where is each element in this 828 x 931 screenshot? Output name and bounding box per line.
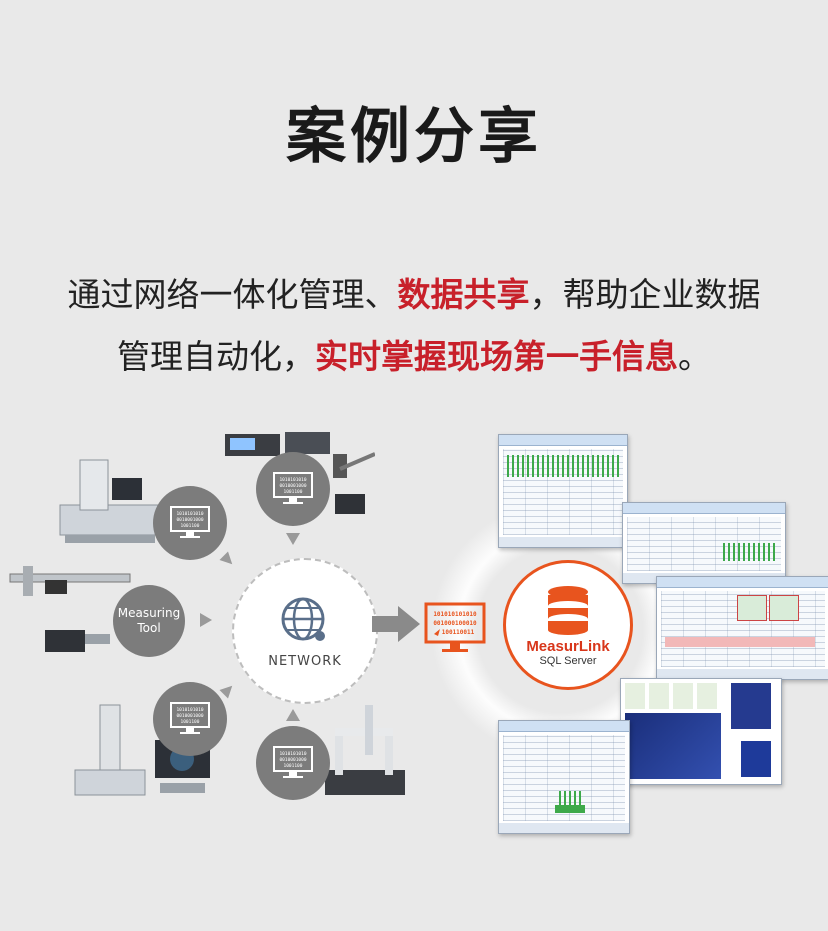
binary-text: 1001100: [284, 763, 303, 769]
subtitle-text: 管理自动化，: [117, 337, 315, 376]
arrow-down-icon: [219, 551, 233, 565]
binary-text: 1001100: [181, 523, 200, 529]
thumbnail-strip: [625, 683, 721, 709]
globe-network-icon: [281, 597, 325, 641]
window-statusbar: [657, 669, 828, 679]
monitor-icon: 101010101010 001000100010 100110011: [424, 602, 486, 652]
monitor-icon: 1010101010 0010001000 1001100: [273, 746, 313, 778]
measuring-tool-line-2: Tool: [137, 621, 161, 635]
caliper-micrometer: [9, 566, 131, 652]
arrow-right-icon: [372, 606, 420, 642]
chart-bars: [559, 791, 583, 811]
software-screenshot: [620, 678, 782, 785]
binary-text: 0010001000: [279, 757, 306, 763]
subtitle-text: 通过网络一体化管理、: [67, 275, 398, 314]
monitor-icon: 1010101010 0010001000 1001100: [170, 506, 210, 538]
subtitle-line-2: 管理自动化，实时掌握现场第一手信息。: [0, 330, 828, 378]
binary-text: 101010101010: [433, 611, 477, 618]
binary-text: 001000100010: [433, 620, 477, 627]
device-node: 1010101010 0010001000 1001100: [153, 486, 227, 560]
binary-text: 0010001000: [279, 483, 306, 489]
control-chart: [769, 595, 799, 621]
software-screenshot: [498, 720, 630, 834]
brand-name: MeasurLink: [526, 637, 610, 655]
binary-text: 1001100: [181, 719, 200, 725]
subtitle-text: 。: [678, 337, 711, 376]
monitor-icon: 1010101010 0010001000 1001100: [273, 472, 313, 504]
binary-text: 1010101010: [279, 751, 306, 757]
subtitle-text: ，帮助企业数据: [529, 275, 761, 314]
window-statusbar: [499, 537, 627, 547]
software-screenshot: [622, 502, 786, 584]
measuring-tool-line-1: Measuring: [117, 606, 181, 620]
binary-text: 1010101010: [176, 511, 203, 517]
window-titlebar: [499, 721, 629, 732]
device-node: 1010101010 0010001000 1001100: [256, 726, 330, 800]
cmm-machine: [325, 705, 405, 795]
binary-text: 1010101010: [176, 707, 203, 713]
measuring-tool-label: Measuring Tool: [118, 606, 180, 636]
monitor-icon: 1010101010 0010001000 1001100: [170, 702, 210, 734]
height-gauge-equipment: [225, 432, 375, 514]
database-icon: [548, 585, 588, 635]
software-screenshot: [656, 576, 828, 680]
measurlink-server: MeasurLink SQL Server: [503, 560, 633, 690]
device-node: 1010101010 0010001000 1001100: [256, 452, 330, 526]
alert-row: [665, 637, 815, 647]
binary-text: 1001100: [284, 489, 303, 495]
arrow-up-icon: [219, 685, 233, 699]
page-title: 案例分享: [286, 102, 542, 172]
binary-text: 0010001000: [176, 713, 203, 719]
network-label: NETWORK: [268, 653, 342, 669]
chart-bars: [723, 543, 775, 561]
subtitle-line-1: 通过网络一体化管理、数据共享，帮助企业数据: [0, 268, 828, 316]
measuring-tool-node: Measuring Tool: [113, 585, 185, 657]
network-hub: NETWORK: [232, 558, 378, 704]
device-node: 1010101010 0010001000 1001100: [153, 682, 227, 756]
arrow-right-icon: [200, 613, 212, 627]
window-titlebar: [657, 577, 828, 588]
image-panel: [741, 741, 771, 777]
highlight-text: 数据共享: [397, 275, 530, 314]
arrow-up-icon: [286, 709, 300, 721]
image-panel: [731, 683, 771, 729]
binary-text: 100110011: [442, 629, 475, 636]
window-titlebar: [623, 503, 785, 514]
arrow-down-icon: [286, 533, 300, 545]
chart-bars: [507, 455, 619, 477]
control-chart: [737, 595, 767, 621]
binary-text: 0010001000: [176, 517, 203, 523]
software-screenshot: [498, 434, 628, 548]
brand-subtitle: SQL Server: [539, 654, 597, 667]
window-statusbar: [499, 823, 629, 833]
image-panel: [625, 713, 721, 779]
vision-measuring-machine: [59, 459, 161, 543]
highlight-text: 实时掌握现场第一手信息: [315, 337, 678, 376]
network-diagram: 1010101010 0010001000 1001100 1010101010…: [0, 410, 828, 931]
binary-text: 1010101010: [279, 477, 306, 483]
window-titlebar: [499, 435, 627, 446]
